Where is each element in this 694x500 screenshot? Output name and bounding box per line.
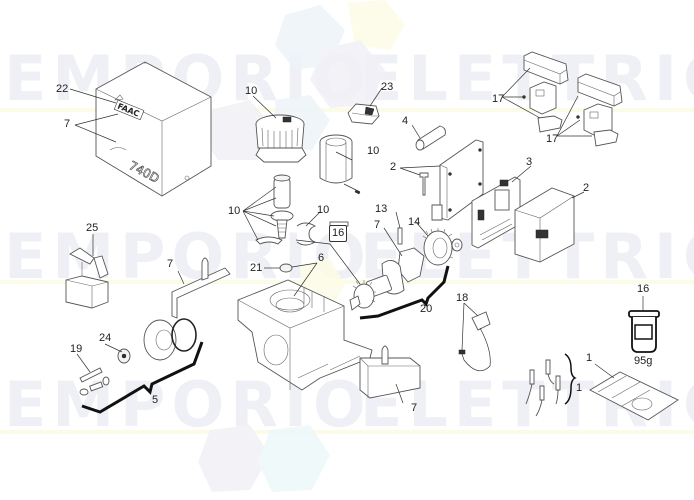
label-14: 14 <box>408 216 421 228</box>
label-10-motor: 10 <box>367 145 380 157</box>
label-17-lower: 17 <box>546 133 559 145</box>
leader-lines <box>69 67 644 404</box>
bushing-part-21 <box>279 263 293 273</box>
label-22: 22 <box>56 83 69 95</box>
limit-cam-part-17b <box>576 73 623 147</box>
watermark-line <box>0 430 694 434</box>
board-plate-part-2 <box>419 139 484 221</box>
receiver-part-23 <box>347 103 380 125</box>
label-18: 18 <box>456 292 469 304</box>
label-10-cap: 10 <box>245 85 258 97</box>
label-21: 21 <box>250 262 263 274</box>
watermark-hexagons <box>198 0 405 492</box>
sensor-part-18 <box>458 311 491 372</box>
label-7-gear: 7 <box>374 219 381 231</box>
label-7-bottom: 7 <box>411 402 418 414</box>
limit-cam-part-17a <box>522 51 569 133</box>
motor-cap-part-10 <box>255 114 307 163</box>
label-20: 20 <box>420 303 433 315</box>
label-4: 4 <box>402 115 409 127</box>
capacitor-part-4 <box>415 125 446 151</box>
springs-part-1 <box>525 353 577 417</box>
label-25: 25 <box>86 222 99 234</box>
grease-weight: 95g <box>634 355 653 367</box>
label-19: 19 <box>70 343 83 355</box>
bracket-part-20 <box>359 265 450 320</box>
lock-cylinder-part-24 <box>117 348 131 364</box>
label-10-ring: 10 <box>317 204 330 216</box>
label-7-cover: 7 <box>64 118 71 130</box>
label-23: 23 <box>381 81 394 93</box>
label-10-shaft: 10 <box>228 205 241 217</box>
cover-part-7: FAAC 740D <box>95 61 212 197</box>
control-board-part-3 <box>471 176 521 249</box>
pinion-part-14 <box>422 228 463 266</box>
label-17-upper: 17 <box>492 93 505 105</box>
label-2-plate: 2 <box>390 161 397 173</box>
label-5: 5 <box>152 394 159 406</box>
side-cover-part-7d <box>359 345 421 399</box>
bracket-part-5 <box>81 341 204 414</box>
watermark-line <box>0 108 694 112</box>
label-16-jar: 16 <box>637 283 650 295</box>
pin-part-13 <box>397 227 403 245</box>
foundation-plate-part-1 <box>589 371 679 421</box>
label-13: 13 <box>375 203 388 215</box>
gearmotor-body-part-6 <box>237 279 373 391</box>
packaging-box-part-25 <box>65 247 109 309</box>
motor-shaft-part-10 <box>255 174 317 246</box>
label-2-box: 2 <box>583 182 590 194</box>
grease-jar-part-16 <box>628 310 660 353</box>
release-wheel-part-5 <box>143 318 197 361</box>
label-7-side: 7 <box>167 258 174 270</box>
label-6: 6 <box>318 252 325 264</box>
gear-assembly-part-20 <box>349 247 425 311</box>
label-16-small: 16 <box>329 225 348 242</box>
label-1-plate: 1 <box>586 352 593 364</box>
screws-part-19 <box>79 367 110 396</box>
motor-body-part-10 <box>319 134 361 195</box>
label-3: 3 <box>526 156 533 168</box>
side-cover-part-7b <box>171 257 231 319</box>
watermark-line <box>0 280 694 284</box>
label-24: 24 <box>99 332 112 344</box>
label-1-springs: 1 <box>576 382 583 394</box>
board-box-part-2 <box>514 187 575 263</box>
